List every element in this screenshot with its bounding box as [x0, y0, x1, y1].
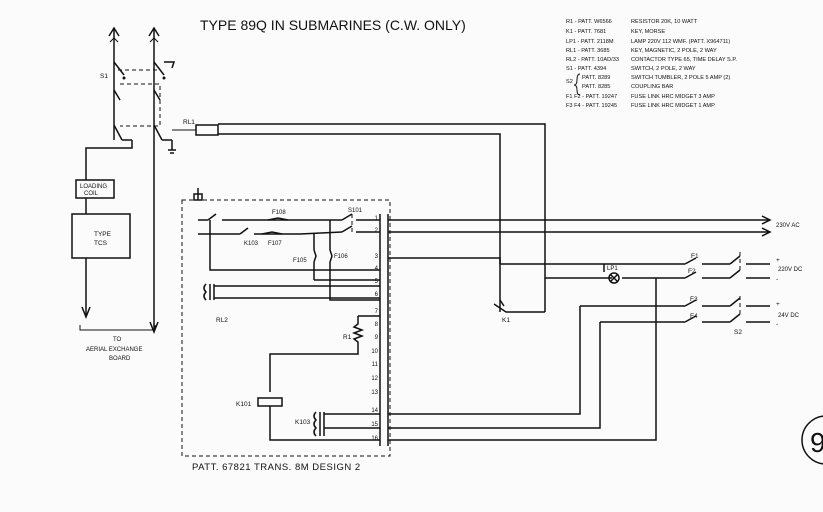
terminal-number: 16: [371, 436, 378, 442]
legend-group-label: S2: [566, 79, 573, 85]
legend-desc: FUSE LINK HRC MIDGET 3 AMP: [631, 94, 715, 100]
rl1-label: RL1: [183, 119, 195, 126]
terminal-number: 3: [375, 254, 379, 260]
legend-ref: PATT. 8289: [582, 75, 610, 81]
legend-desc: SWITCH TUMBLER, 2 POLE 5 AMP (2): [631, 75, 730, 81]
terminal-number: 2: [375, 228, 379, 234]
supply-wiring: 230V AC K1 F1 F2 LP1 + 220V DC - F3 F4 S…: [388, 215, 803, 441]
terminal-number: 15: [371, 422, 378, 428]
tcs-label: TCS: [94, 240, 108, 247]
f107-label: F107: [268, 241, 282, 247]
legend-ref: F1 F2 - PATT. 19247: [566, 94, 617, 100]
legend-ref: LP1 - PATT. 2118M: [566, 39, 614, 45]
fuse-f1-label: F1: [691, 253, 699, 260]
rl2-label: RL2: [216, 317, 228, 324]
legend-desc: KEY, MORSE: [631, 29, 665, 35]
legend-desc: LAMP 220V 112 WMF. (PATT. X964711): [631, 39, 730, 45]
legend-desc: CONTACTOR TYPE 65, TIME DELAY S.P.: [631, 57, 737, 63]
s1-switch-assembly: S1: [85, 26, 176, 335]
supply-minus-label: -: [776, 276, 778, 283]
page-mark: 9: [801, 415, 823, 465]
loading-coil-label: COIL: [84, 191, 99, 197]
legend-desc: RESISTOR 20K, 10 WATT: [631, 19, 698, 25]
terminal-number: 13: [371, 390, 378, 396]
supply-plus-label: +: [776, 257, 780, 264]
fuse-f2-label: F2: [688, 268, 696, 275]
lamp-lp1-label: LP1: [607, 266, 618, 272]
f108-label: F108: [272, 210, 286, 216]
terminal-number: 9: [375, 335, 379, 341]
supply-plus-label: +: [776, 301, 780, 308]
diagram-title: TYPE 89Q IN SUBMARINES (C.W. ONLY): [200, 17, 466, 33]
terminal-number: 6: [375, 292, 379, 298]
legend-ref: RL1 - PATT. 3685: [566, 48, 610, 54]
terminal-number: 1: [375, 216, 379, 222]
f105-label: F105: [293, 258, 307, 264]
k1-label: K1: [502, 317, 510, 324]
transmitter-unit: PATT. 67821 TRANS. 8M DESIGN 2 F108 S101…: [181, 188, 391, 473]
s1-label: S1: [100, 73, 108, 80]
destination-label: AERIAL EXCHANGE: [86, 347, 142, 353]
rl1-relay: RL1: [172, 119, 546, 312]
k103-top-label: K103: [244, 241, 259, 247]
switch-s2-label: S2: [734, 329, 742, 336]
legend-ref: K1 - PATT. 7681: [566, 29, 606, 35]
s101-label: S101: [348, 208, 363, 214]
legend-ref: PATT. 8285: [582, 84, 610, 90]
loading-coil-label: LOADING: [80, 184, 107, 190]
legend-desc: FUSE LINK HRC MIDGET 1 AMP: [631, 103, 715, 109]
terminal-number: 14: [371, 408, 378, 414]
f106-label: F106: [334, 254, 348, 260]
legend-ref: F3 F4 - PATT. 19245: [566, 103, 617, 109]
destination-label: BOARD: [109, 356, 131, 362]
terminal-number: 10: [371, 349, 378, 355]
fuse-f4-label: F4: [690, 313, 698, 320]
supply-230vac-label: 230V AC: [776, 223, 800, 229]
fuse-f3-label: F3: [690, 296, 698, 303]
supply-minus-label: -: [776, 321, 778, 328]
terminal-number: 5: [375, 279, 379, 285]
r1-label: R1: [343, 334, 352, 341]
terminal-number: 12: [371, 376, 378, 382]
terminal-number: 4: [375, 266, 379, 272]
legend-ref: R1 - PATT. W6566: [566, 19, 612, 25]
terminal-number: 8: [375, 322, 379, 328]
component-legend: R1 - PATT. W6566 RESISTOR 20K, 10 WATT K…: [566, 19, 737, 109]
footer-title: PATT. 67821 TRANS. 8M DESIGN 2: [192, 462, 361, 473]
supply-24vdc-label: 24V DC: [778, 313, 800, 319]
supply-220vdc-label: 220V DC: [778, 267, 803, 273]
loading-coil-block: LOADING COIL TYPE TCS TO AERIAL EXCHANGE…: [71, 179, 156, 362]
terminal-strip: 1 2 3 4 5 6 7 8 9 10 11 12 13 14 15 16: [371, 216, 378, 442]
k103-label: K103: [295, 419, 311, 426]
k101-label: K101: [236, 401, 252, 408]
destination-label: TO: [113, 337, 122, 343]
page-number: 9: [810, 427, 823, 458]
legend-ref: RL2 - PATT. 10AD/33: [566, 57, 619, 63]
legend-desc: COUPLING BAR: [631, 84, 673, 90]
terminal-number: 7: [375, 309, 379, 315]
tcs-label: TYPE: [94, 231, 112, 238]
legend-ref: S1 - PATT. 4394: [566, 66, 606, 72]
legend-desc: SWITCH, 2 POLE, 2 WAY: [631, 66, 696, 72]
legend-desc: KEY, MAGNETIC, 2 POLE, 2 WAY: [631, 48, 717, 54]
terminal-number: 11: [372, 362, 379, 368]
